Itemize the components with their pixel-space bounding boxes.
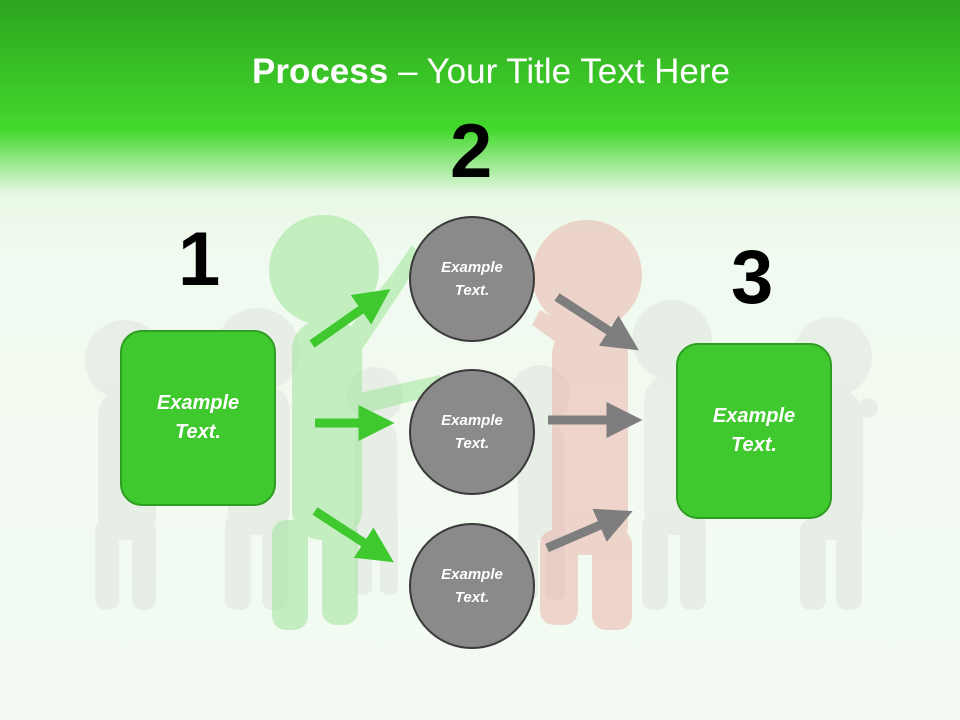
- step-2-circle-top[interactable]: Example Text.: [409, 216, 535, 342]
- circle-top-text: Example Text.: [441, 259, 503, 299]
- circle-middle-text: Example Text.: [441, 412, 503, 452]
- step-3-text: Example Text.: [712, 405, 796, 456]
- step-number-2: 2: [450, 109, 493, 194]
- title-bold-part: Process: [252, 52, 389, 91]
- step-1-box[interactable]: Example Text.: [120, 330, 276, 506]
- title-rest-part: – Your Title Text Here: [388, 52, 730, 91]
- step-2-circle-middle[interactable]: Example Text.: [409, 369, 535, 495]
- step-2-circle-bottom[interactable]: Example Text.: [409, 523, 535, 649]
- circle-bottom-text: Example Text.: [441, 566, 503, 606]
- arrow-icon-green-up: [309, 289, 391, 348]
- step-1-text: Example Text.: [156, 392, 240, 443]
- arrow-icon-green-down: [312, 507, 394, 563]
- step-number-1: 1: [178, 217, 221, 302]
- arrow-icon-gray-down: [554, 293, 639, 351]
- step-3-box[interactable]: Example Text.: [676, 343, 832, 519]
- slide-title: Process – Your Title Text Here: [0, 52, 960, 92]
- arrow-icon-gray-up: [545, 508, 633, 553]
- green-figure: [269, 215, 445, 630]
- step-number-3: 3: [731, 235, 774, 320]
